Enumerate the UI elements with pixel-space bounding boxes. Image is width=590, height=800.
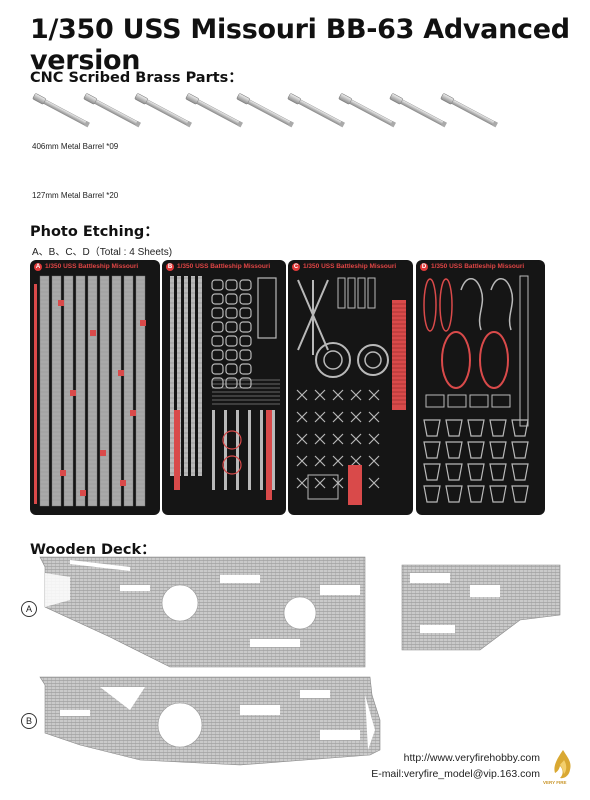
sheet-d-letter: D — [420, 263, 428, 271]
wooden-deck-heading: Wooden Deck： — [30, 542, 156, 558]
page-title: 1/350 USS Missouri BB-63 Advanced versio… — [30, 14, 570, 76]
cnc-section-heading: CNC Scribed Brass Parts： — [30, 70, 243, 86]
deck-label-a: A — [21, 601, 37, 617]
sheet-a-letter: A — [34, 263, 42, 271]
sheets-subcaption: A、B、C、D（Total : 4 Sheets) — [32, 247, 173, 258]
sheet-c-parts — [296, 277, 406, 505]
barrel-406-icon — [287, 93, 345, 128]
barrel-127-caption: 127mm Metal Barrel *20 — [32, 191, 119, 200]
sheet-d-title-text: 1/350 USS Battleship Missouri — [431, 263, 525, 270]
barrels-406mm — [32, 93, 498, 128]
barrel-406-icon — [338, 93, 396, 128]
barrel-406-icon — [185, 93, 243, 128]
footer-url[interactable]: http://www.veryfirehobby.com — [403, 752, 540, 764]
barrel-406-icon — [83, 93, 141, 128]
sheet-d-parts — [423, 275, 529, 503]
barrel-406-icon — [440, 93, 498, 128]
sheet-c-letter: C — [292, 263, 300, 271]
photo-etching-heading: Photo Etching： — [30, 224, 159, 240]
barrel-406-icon — [134, 93, 192, 128]
sheet-c-title-text: 1/350 USS Battleship Missouri — [303, 263, 397, 270]
sheet-a-parts — [34, 275, 146, 507]
deck-label-b: B — [21, 713, 37, 729]
deck-a-stern — [401, 564, 561, 651]
logo-text: VERY FIRE — [543, 780, 567, 785]
wooden-deck-drawings — [39, 556, 561, 766]
deck-b — [39, 676, 381, 766]
sheet-b-letter: B — [166, 263, 174, 271]
sheet-b-parts — [170, 276, 280, 500]
barrel-406-icon — [32, 93, 90, 128]
sheet-a-title-text: 1/350 USS Battleship Missouri — [45, 263, 139, 270]
barrel-406-icon — [389, 93, 447, 128]
sheet-b-title-text: 1/350 USS Battleship Missouri — [177, 263, 271, 270]
deck-a — [39, 556, 366, 668]
flame-logo-icon — [554, 750, 571, 779]
barrel-406-caption: 406mm Metal Barrel *09 — [32, 142, 119, 151]
barrel-406-icon — [236, 93, 294, 128]
footer-email[interactable]: E-mail:veryfire_model@vip.163.com — [371, 768, 540, 780]
